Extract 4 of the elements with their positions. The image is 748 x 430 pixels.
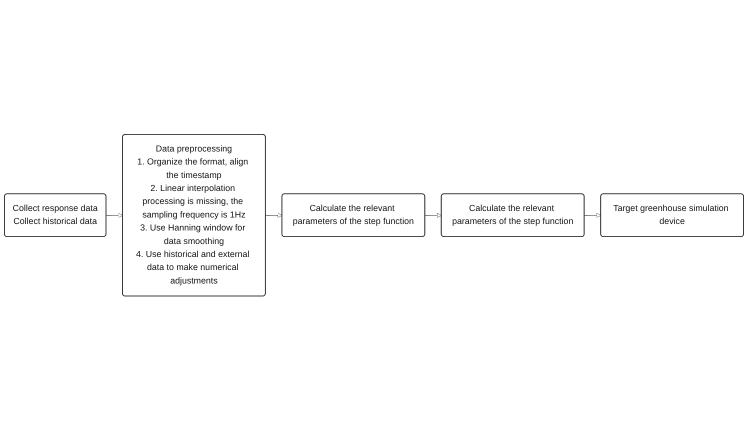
- arrow: [424, 212, 442, 218]
- arrow: [265, 212, 282, 218]
- arrow: [106, 212, 123, 218]
- arrow: [584, 212, 602, 218]
